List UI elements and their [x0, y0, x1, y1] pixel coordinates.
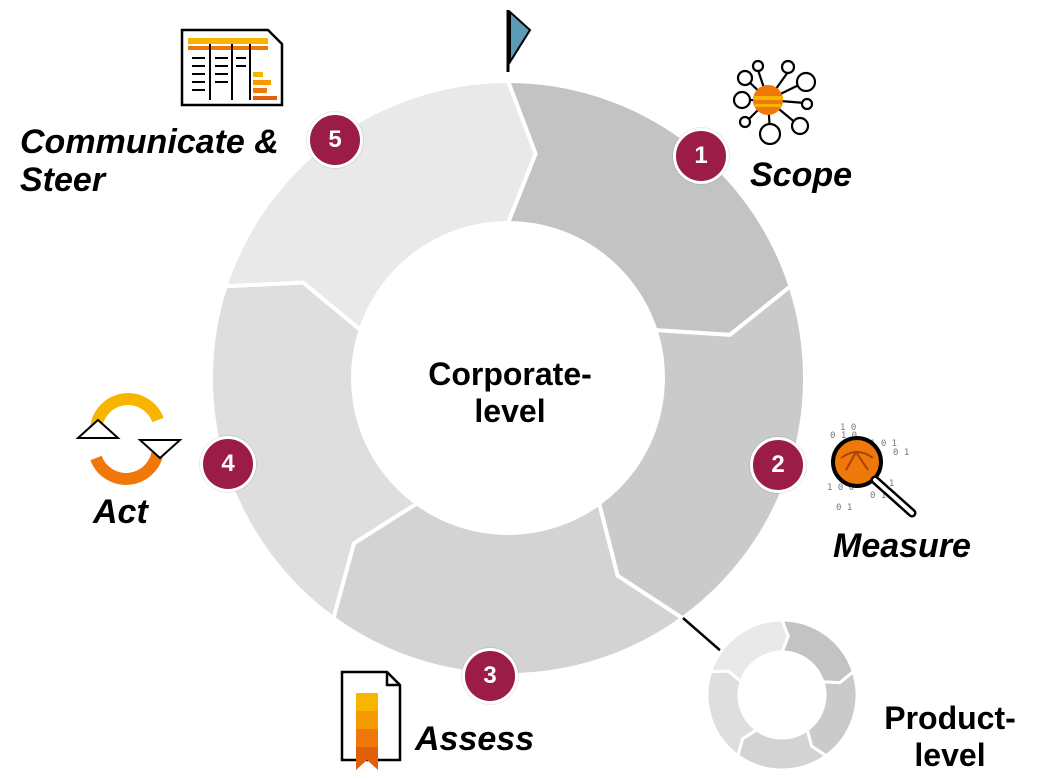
center-label: Corporate- level — [385, 356, 635, 430]
center-label-line1: Corporate- — [428, 356, 592, 392]
step-label-scope: Scope — [750, 156, 853, 194]
svg-text:1 0 0: 1 0 0 — [827, 483, 854, 493]
magnifier-data-icon: 0 1 01 0 1 1 0 00 1 0 0 10 1 1 01 1 — [827, 423, 917, 518]
report-chart-icon — [180, 28, 284, 107]
step-label-assess: Assess — [415, 720, 535, 758]
start-flag-icon — [506, 9, 532, 72]
ring-center-hole — [353, 223, 663, 533]
step-badge-2: 2 — [750, 437, 806, 493]
step-badge-5: 5 — [307, 112, 363, 168]
step-label-communicate-line1: Communicate & — [20, 123, 279, 161]
network-icon — [732, 59, 817, 146]
step-label-measure: Measure — [833, 527, 971, 565]
svg-text:0 1: 0 1 — [893, 448, 909, 458]
step-badge-1: 1 — [673, 128, 729, 184]
step-badge-3: 3 — [462, 648, 518, 704]
product-label: Product- level — [860, 700, 1040, 774]
svg-text:0 1 0: 0 1 0 — [870, 491, 897, 501]
svg-text:1 0: 1 0 — [840, 423, 856, 433]
svg-text:0 1 0: 0 1 0 — [830, 431, 857, 441]
step-label-act: Act — [93, 493, 148, 531]
product-level-cycle — [705, 618, 859, 772]
product-connector-line — [682, 617, 723, 653]
step-badge-4: 4 — [200, 436, 256, 492]
svg-text:1 0 1: 1 0 1 — [870, 439, 897, 449]
step-label-communicate: Communicate & Steer — [20, 123, 279, 199]
svg-text:0 1: 0 1 — [836, 503, 852, 513]
document-bookmark-icon — [340, 670, 402, 770]
product-label-line1: Product- — [884, 700, 1016, 736]
cycle-arrows-icon — [75, 393, 183, 485]
product-label-line2: level — [914, 737, 986, 773]
center-label-line2: level — [474, 393, 546, 429]
small-ring-center-hole — [739, 652, 825, 738]
step-label-communicate-line2: Steer — [20, 161, 106, 199]
